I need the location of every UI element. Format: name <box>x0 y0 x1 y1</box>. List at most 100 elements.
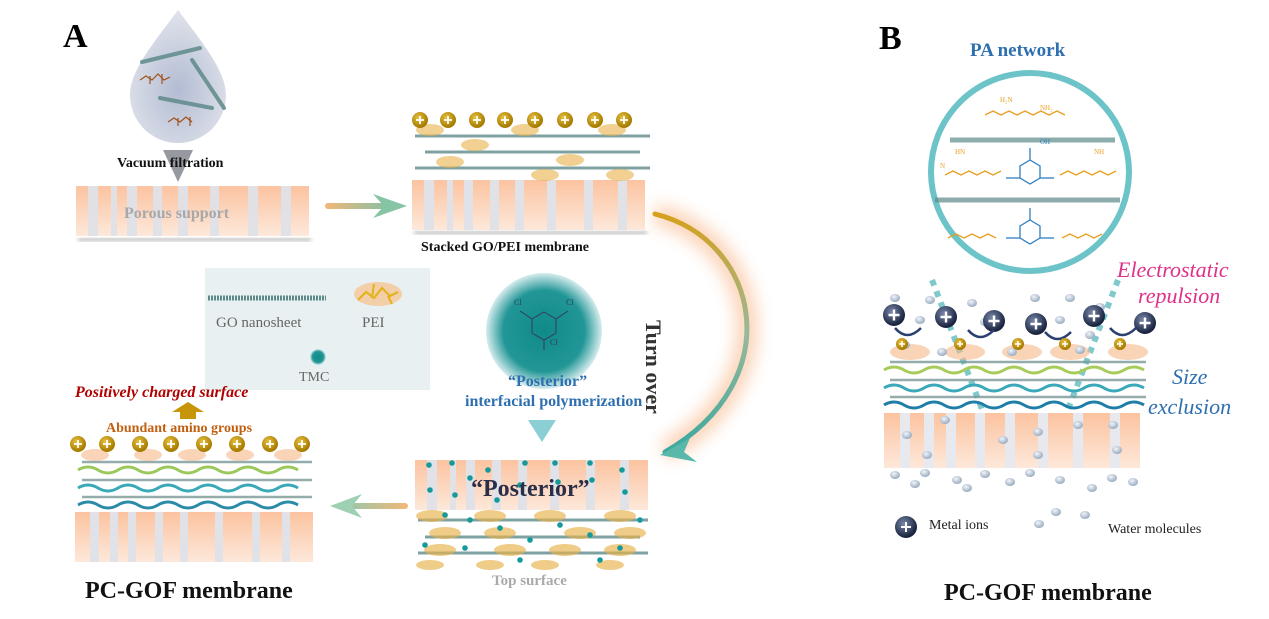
droplet <box>130 10 226 143</box>
tmc-dot <box>527 537 533 543</box>
water-molecule <box>890 294 900 302</box>
water-molecule <box>1075 346 1085 354</box>
positive-charge-icon <box>497 112 513 128</box>
water-molecule <box>922 451 932 459</box>
legend-go-label: GO nanosheet <box>216 315 302 331</box>
positive-charge-icon <box>557 112 573 128</box>
tmc-molecule-ball <box>486 273 602 389</box>
tmc-linker-structures <box>1006 148 1054 245</box>
positive-charge-icon <box>469 112 485 128</box>
positive-charge-icon <box>1012 338 1024 350</box>
zoom-label-hn: HN <box>955 148 966 156</box>
pores-a1 <box>88 186 291 236</box>
panel-a-letter: A <box>63 18 88 55</box>
positive-charge-icon <box>440 112 456 128</box>
tmc-dot <box>589 477 595 483</box>
legend-metal-ion-glyph <box>895 516 917 538</box>
tmc-dot <box>462 545 468 551</box>
pei-in-droplet <box>139 73 193 126</box>
tmc-dot <box>622 489 628 495</box>
positive-charge-icon <box>896 338 908 350</box>
legend-metal-label: Metal ions <box>929 518 989 533</box>
tmc-dot <box>522 460 528 466</box>
positive-charge-icon <box>262 436 278 452</box>
water-molecule <box>952 476 962 484</box>
positive-charge-icon <box>587 112 603 128</box>
positive-charge-icon <box>294 436 310 452</box>
tmc-dot <box>497 525 503 531</box>
stacked-go-pei-membrane <box>412 124 650 234</box>
water-molecule <box>1128 478 1138 486</box>
water-molecule <box>1007 348 1017 356</box>
water-molecule <box>920 469 930 477</box>
positive-charges-stacked <box>412 112 632 128</box>
tmc-atom-cl-2: Cl <box>566 298 574 307</box>
zoom-label-nh: NH <box>1094 148 1105 156</box>
tmc-dot <box>427 487 433 493</box>
water-molecule <box>1033 451 1043 459</box>
positive-charges-final-a <box>70 436 310 452</box>
legend-box <box>205 268 430 390</box>
water-molecule <box>937 348 947 356</box>
electrostatic-line2: repulsion <box>1138 283 1221 308</box>
positive-charge-icon <box>229 436 245 452</box>
posterior-membrane <box>415 460 648 570</box>
vacuum-filtration-label: Vacuum filtration <box>117 156 224 171</box>
metal-ion-icon <box>983 310 1005 332</box>
posterior-ip-line2: interfacial polymerization <box>465 393 643 410</box>
size-line2: exclusion <box>1148 394 1232 419</box>
turn-over-arrow <box>652 203 758 462</box>
water-molecule <box>1055 476 1065 484</box>
legend-water-glyph <box>1034 508 1090 528</box>
positive-charge-icon <box>412 112 428 128</box>
water-molecule <box>915 316 925 324</box>
positive-charge-icon <box>1114 338 1126 350</box>
arrow-left <box>330 494 408 518</box>
positive-charge-icon <box>196 436 212 452</box>
tmc-dot <box>517 482 523 488</box>
water-molecule <box>1065 294 1075 302</box>
tmc-dot <box>517 557 523 563</box>
zoom-label-n: N <box>940 162 946 170</box>
go-sheets-in-droplet <box>140 46 226 110</box>
water-molecule <box>910 480 920 488</box>
tmc-dot <box>422 542 428 548</box>
water-molecule <box>1055 316 1065 324</box>
posterior-membrane-label: “Posterior” <box>471 476 590 502</box>
tmc-atom-cl-1: Cl <box>514 298 522 307</box>
water-molecule <box>1087 484 1097 492</box>
positive-charge-icon <box>954 338 966 350</box>
water-molecule <box>1033 428 1043 436</box>
pei-legend-glyph <box>354 282 402 306</box>
turn-over-label: Turn over <box>641 320 666 414</box>
tmc-dot <box>452 492 458 498</box>
metal-ion-icon <box>935 306 957 328</box>
water-molecule <box>998 436 1008 444</box>
positive-charge-icon <box>70 436 86 452</box>
metal-ion-icon <box>1025 313 1047 335</box>
legend-water-label: Water molecules <box>1108 522 1202 537</box>
water-molecule <box>1005 478 1015 486</box>
metal-ions <box>883 304 1156 335</box>
water-molecule <box>1030 294 1040 302</box>
tmc-dot <box>442 512 448 518</box>
water-molecule <box>1112 446 1122 454</box>
pa-network-zoom-circle <box>928 70 1132 274</box>
tmc-dot <box>494 497 500 503</box>
legend-pei-label: PEI <box>362 315 385 331</box>
water-molecule <box>980 470 990 478</box>
repulsion-arrows <box>894 327 1137 341</box>
water-molecule <box>1108 421 1118 429</box>
tmc-dot <box>637 517 643 523</box>
pc-gof-membrane-a <box>75 449 313 562</box>
tmc-dot <box>597 557 603 563</box>
pa-network-label: PA network <box>970 40 1066 61</box>
positively-charged-label: Positively charged surface <box>75 384 249 401</box>
filtration-arrow <box>163 150 193 182</box>
positive-charge-icon <box>527 112 543 128</box>
water-molecule <box>902 431 912 439</box>
water-molecule <box>1085 331 1095 339</box>
posterior-ip-line1: “Posterior” <box>508 373 588 390</box>
metal-ion-icon <box>1134 312 1156 334</box>
arrow-right-1 <box>325 194 407 218</box>
